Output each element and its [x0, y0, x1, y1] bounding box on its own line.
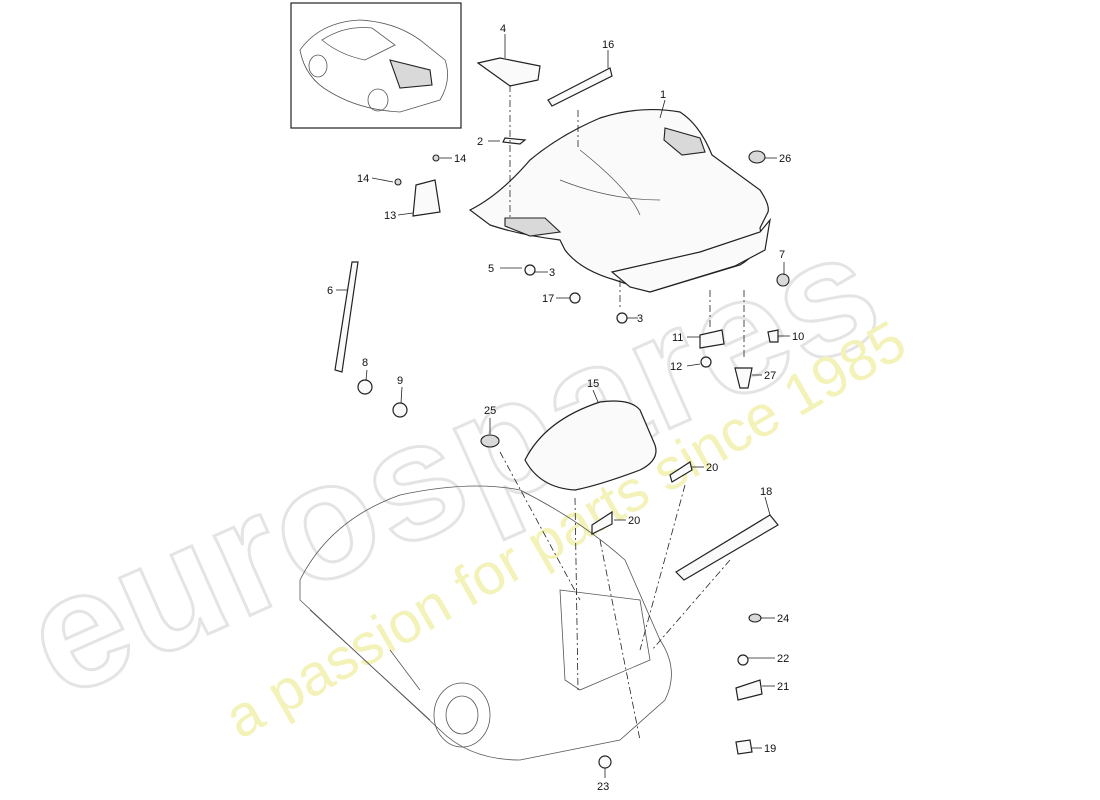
callout-8: 8	[362, 357, 368, 369]
callout-1: 1	[660, 89, 666, 101]
callout-6: 6	[327, 285, 333, 297]
callout-18: 18	[760, 486, 772, 498]
callout-14b: 14	[454, 153, 466, 165]
callout-7: 7	[779, 249, 785, 261]
trunk-seal	[524, 400, 657, 491]
callout-2: 2	[477, 136, 483, 148]
callout-19: 19	[764, 743, 776, 755]
callout-4: 4	[500, 23, 506, 35]
small-parts	[334, 57, 790, 769]
callout-15: 15	[587, 378, 599, 390]
watermark-brand: eurospares	[0, 194, 905, 732]
callout-25: 25	[484, 405, 496, 417]
callout-22: 22	[777, 653, 789, 665]
callout-26: 26	[779, 153, 791, 165]
callout-20b: 20	[628, 515, 640, 527]
callout-21: 21	[777, 681, 789, 693]
callout-23: 23	[597, 781, 609, 793]
callout-12: 12	[670, 361, 682, 373]
callouts: 1 2 3 3 4 5 6 7 8 9 10 11 12 13 14 14	[327, 23, 804, 793]
vehicle-body-outline	[299, 485, 672, 761]
callout-11: 11	[672, 332, 683, 344]
callout-3a: 3	[549, 267, 555, 279]
callout-5: 5	[488, 263, 494, 275]
callout-24: 24	[777, 613, 789, 625]
callout-3b: 3	[637, 313, 643, 325]
callout-27: 27	[764, 370, 776, 382]
callout-16: 16	[602, 39, 614, 51]
callout-13: 13	[384, 210, 396, 222]
callout-17: 17	[542, 293, 554, 305]
callout-20a: 20	[706, 462, 718, 474]
callout-14a: 14	[357, 173, 369, 185]
callout-9: 9	[397, 375, 403, 387]
callout-10: 10	[792, 331, 804, 343]
vehicle-thumbnail	[290, 2, 462, 129]
assembly-lines	[499, 85, 745, 741]
boot-lid	[468, 109, 771, 293]
